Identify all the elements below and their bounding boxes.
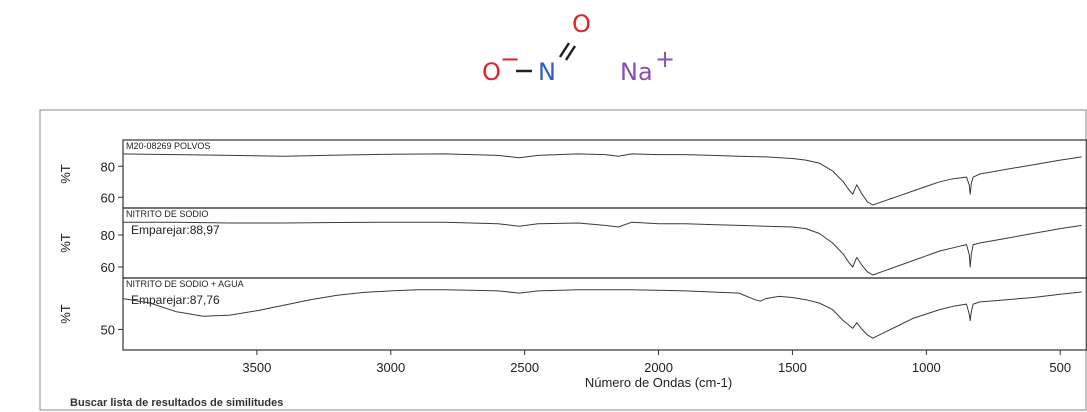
atom-oxygen-left-charge: − [500, 45, 520, 73]
y-tick-label: 80 [101, 159, 115, 174]
counter-ion: Na [620, 58, 653, 86]
panel-title: NITRITO DE SODIO [126, 209, 208, 219]
counter-ion-charge: + [655, 45, 675, 73]
y-axis-label: %T [58, 233, 73, 253]
y-tick-label: 60 [101, 260, 115, 275]
panel-frame [122, 139, 1087, 209]
x-tick-label: 3000 [376, 360, 405, 375]
atom-nitrogen: N [538, 58, 556, 86]
panel-title: NITRITO DE SODIO + AGUA [126, 279, 244, 289]
y-axis-label: %T [58, 304, 73, 324]
y-axis-label: %T [58, 164, 73, 184]
spectrum-line [122, 153, 1082, 206]
bond-double-b [564, 45, 577, 61]
molecule-structure: O − N O Na + [482, 10, 675, 86]
atom-oxygen-left: O [482, 58, 501, 86]
panel-frame [122, 277, 1087, 351]
x-tick-label: 500 [1049, 360, 1071, 375]
x-tick-label: 1500 [778, 360, 807, 375]
bond-double-a [558, 42, 571, 58]
scan-border [39, 109, 1087, 411]
spectrum-line [123, 221, 1082, 276]
match-score: Emparejar:87,76 [131, 293, 220, 307]
similarity-results-link[interactable]: Buscar lista de resultados de similitude… [70, 397, 284, 409]
panel-title: M20-08269 POLVOS [126, 141, 210, 151]
match-score: Emparejar:88,97 [131, 223, 220, 237]
y-tick-label: 50 [101, 322, 115, 337]
atom-oxygen-top: O [572, 10, 591, 38]
y-tick-label: 60 [101, 190, 115, 205]
x-tick-label: 2000 [644, 360, 673, 375]
x-tick-label: 2500 [510, 360, 539, 375]
x-axis-label: Número de Ondas (cm-1) [585, 375, 732, 390]
y-tick-label: 80 [101, 228, 115, 243]
panel-frame [122, 207, 1087, 279]
x-tick-label: 3500 [242, 360, 271, 375]
x-tick-label: 1000 [912, 360, 941, 375]
spectrum-line [122, 289, 1082, 339]
